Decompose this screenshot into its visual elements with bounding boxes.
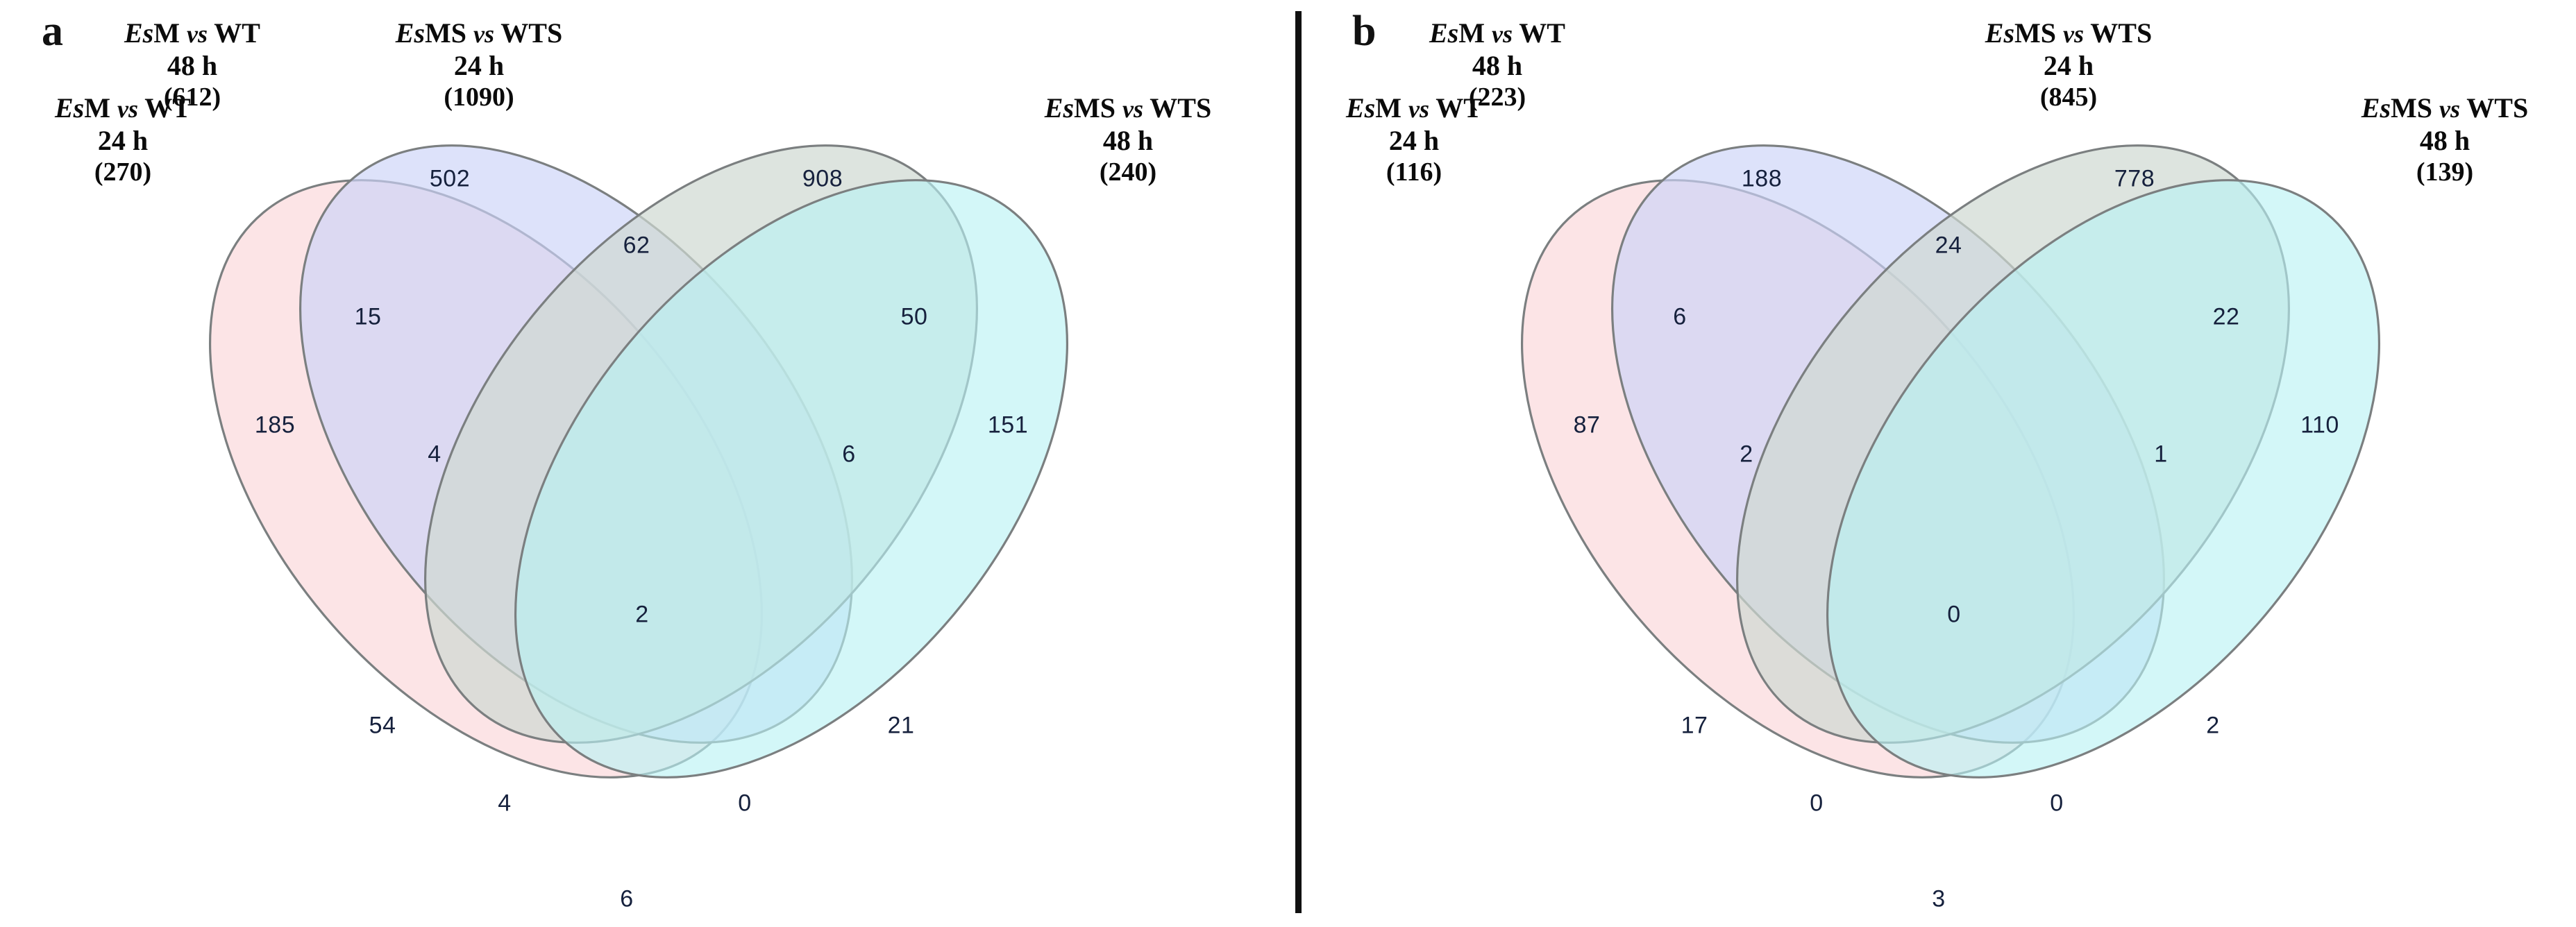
panel-b: b EsM vs WT 24 h (116) EsM vs WT 48 h (2… [1249,0,2576,927]
label-name-mid: MS [1074,92,1123,124]
label-name-mid: M [1375,92,1409,124]
label-total: (223) [1468,83,1526,112]
count-bcd: 1 [2154,441,2168,468]
ellipse-esms-wts-48[interactable] [1718,77,2489,881]
label-vs: vs [117,95,139,123]
panel-a: a EsM vs WT 24 h (270) EsM vs WT 48 h (6… [0,0,1249,927]
count-ac: 17 [1681,712,1708,739]
count-bcd: 6 [842,441,856,468]
label-name-post: WT [1429,92,1482,124]
label-genus-prefix: Es [1346,92,1376,124]
panel-b-letter: b [1352,8,1377,55]
panel-b-label-esms-wts-24: EsMS vs WTS 24 h (845) [1944,17,2194,113]
label-name-post: WTS [1143,92,1212,124]
panel-a-venn [0,0,1249,927]
count-bcd-zero: 0 [738,790,752,817]
label-vs: vs [2439,95,2461,123]
label-time: 24 h [453,50,505,82]
count-d-only: 110 [2300,411,2339,439]
label-total: (116) [1386,158,1442,187]
label-name-post: WT [208,17,260,49]
count-abc: 4 [428,441,441,468]
count-abcd: 2 [635,601,649,628]
label-name-post: WT [1513,17,1565,49]
panel-b-label-esms-wts-48: EsMS vs WTS 48 h (139) [2327,92,2563,188]
label-name-mid: MS [2014,17,2064,49]
panel-a-letter: a [42,8,63,55]
label-time: 48 h [1472,50,1523,82]
label-name-mid: MS [425,17,474,49]
count-acd: 0 [1810,790,1824,817]
count-cd: 50 [900,303,928,330]
count-a-only: 87 [1573,411,1601,439]
label-total: (139) [2416,158,2474,187]
label-genus-prefix: Es [2361,92,2391,124]
count-ac: 54 [369,712,396,739]
label-name-mid: M [153,17,187,49]
count-bcd-zero: 0 [2050,790,2064,817]
label-genus-prefix: Es [1985,17,2015,49]
label-time: 24 h [1388,125,1440,157]
label-genus-prefix: Es [1044,92,1075,124]
count-b-only: 502 [429,165,471,192]
count-bd-right: 2 [2206,712,2220,739]
label-name-post: WTS [2084,17,2153,49]
label-vs: vs [187,20,208,48]
label-time: 48 h [2419,125,2470,157]
label-vs: vs [2063,20,2085,48]
label-time: 48 h [1102,125,1154,157]
panel-a-label-esm-wt-24: EsM vs WT 24 h (270) [8,92,237,188]
label-name-mid: M [84,92,118,124]
panel-a-label-esm-wt-48: EsM vs WT 48 h (612) [78,17,307,113]
label-vs: vs [1122,95,1144,123]
panel-a-label-esms-wts-24: EsMS vs WTS 24 h (1090) [354,17,604,113]
count-cd: 22 [2212,303,2240,330]
panel-b-label-esm-wt-24: EsM vs WT 24 h (116) [1299,92,1529,188]
label-name-post: WT [138,92,191,124]
label-genus-prefix: Es [1429,17,1459,49]
panel-a-label-esms-wts-48: EsMS vs WTS 48 h (240) [1010,92,1246,188]
label-total: (845) [2039,83,2098,112]
label-time: 24 h [97,125,149,157]
count-acd: 4 [498,790,512,817]
label-total: (1090) [444,83,514,112]
count-ad-bottom: 6 [620,885,634,912]
count-d-only: 151 [987,411,1029,439]
count-ab: 6 [1673,303,1687,330]
panel-divider [1295,11,1302,913]
label-name-post: WTS [494,17,563,49]
panel-b-label-esm-wt-48: EsM vs WT 48 h (223) [1383,17,1612,113]
count-c-only: 908 [802,165,843,192]
count-c-only: 778 [2114,165,2155,192]
panel-b-venn [1249,0,2576,927]
label-time: 24 h [2043,50,2094,82]
label-total: (240) [1099,158,1157,187]
label-genus-prefix: Es [124,17,154,49]
count-b-only: 188 [1741,165,1783,192]
label-name-mid: MS [2391,92,2440,124]
count-abc: 2 [1740,441,1753,468]
label-total: (270) [94,158,152,187]
label-vs: vs [473,20,495,48]
count-bc: 24 [1935,232,1962,259]
count-bc: 62 [623,232,650,259]
count-abcd: 0 [1947,601,1961,628]
label-vs: vs [1408,95,1430,123]
label-total: (612) [163,83,221,112]
count-a-only: 185 [254,411,296,439]
label-genus-prefix: Es [395,17,426,49]
count-ad-bottom: 3 [1932,885,1946,912]
label-genus-prefix: Es [55,92,85,124]
label-time: 48 h [167,50,218,82]
count-ab: 15 [354,303,382,330]
ellipse-esms-wts-48[interactable] [406,77,1177,881]
label-name-mid: M [1458,17,1492,49]
label-vs: vs [1492,20,1513,48]
label-name-post: WTS [2460,92,2529,124]
count-bd-right: 21 [887,712,915,739]
